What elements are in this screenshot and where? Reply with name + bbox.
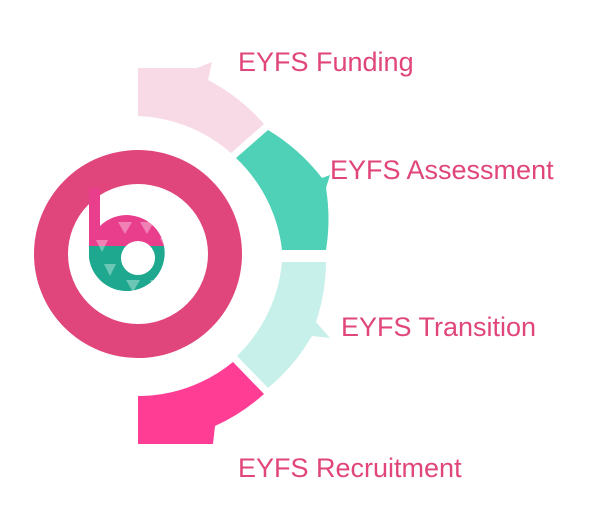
label-eyfs-recruitment: EYFS Recruitment (238, 453, 462, 483)
assessment-segment (236, 130, 330, 250)
label-eyfs-funding: EYFS Funding (238, 47, 414, 77)
recruitment-segment (138, 362, 264, 444)
b-logo-hole (121, 241, 155, 275)
b-logo-icon (89, 188, 165, 292)
label-eyfs-transition: EYFS Transition (341, 312, 537, 342)
logo-ring (34, 150, 242, 358)
b-logo-pink-part (89, 188, 165, 246)
label-eyfs-assessment: EYFS Assessment (330, 155, 554, 185)
transition-segment (237, 262, 330, 388)
funding-segment (138, 62, 264, 153)
